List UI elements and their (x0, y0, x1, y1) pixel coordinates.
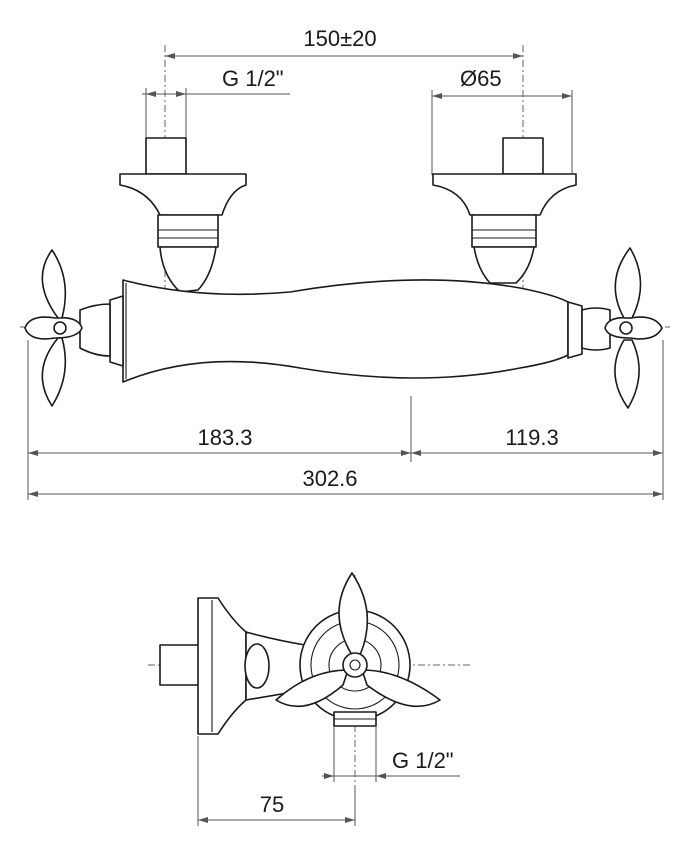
right-inlet (432, 137, 577, 284)
left-handle (24, 249, 124, 407)
left-length-label: 183.3 (197, 425, 252, 450)
left-inlet (119, 137, 247, 293)
front-view: 150±20 G 1/2" Ø65 (20, 26, 670, 500)
right-length-label: 119.3 (505, 425, 558, 450)
outlet-thread-label: G 1/2" (392, 748, 454, 773)
center-distance-label: 150±20 (303, 26, 376, 51)
inlet-thread-label: G 1/2" (222, 66, 284, 91)
total-length-label: 302.6 (302, 466, 357, 491)
side-depth-label: 75 (260, 792, 284, 817)
flange-diameter-label: Ø65 (460, 66, 502, 91)
side-handle (275, 572, 441, 708)
valve-body (122, 279, 569, 383)
side-view: G 1/2" 75 (148, 572, 470, 826)
right-handle (567, 247, 663, 409)
